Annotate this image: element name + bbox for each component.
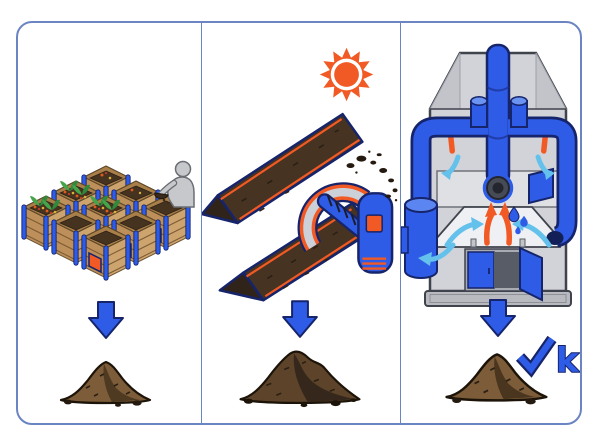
figure-frame: k: [16, 21, 582, 425]
water-drops-icon: [508, 206, 528, 235]
compost-pile: [59, 360, 152, 407]
central-pipe: [482, 43, 514, 204]
down-arrow-icon: [88, 301, 124, 339]
in-vessel-composting-illustration: k: [401, 43, 580, 405]
aeration-cylinder: [510, 96, 528, 128]
circulation-arrow: [418, 242, 456, 266]
aeration-cylinder: [470, 96, 488, 128]
windrow-turner: [297, 182, 394, 274]
pipe-port: [482, 172, 514, 204]
windrow-back: [202, 112, 364, 225]
door-closed: [467, 251, 495, 289]
down-arrow-icon: [480, 299, 516, 337]
compost-pile: [445, 353, 548, 405]
vessel-doors: [464, 246, 543, 302]
panel-windrow-composting: [201, 23, 401, 423]
airflow-arrows-upper: [441, 154, 555, 180]
result-label: k: [556, 341, 580, 381]
compost-pile: [239, 350, 361, 408]
checkmark-icon: k: [515, 335, 580, 382]
door-open: [519, 246, 543, 302]
worker: [154, 160, 195, 208]
chamber-heat-arrows: [484, 202, 512, 246]
blower-tank: [401, 197, 438, 279]
bin-hatch-orange: [88, 251, 102, 274]
windrow-composting-illustration: [202, 47, 398, 408]
sun-icon: [319, 47, 374, 102]
side-pipes: [410, 96, 578, 248]
compost-bins: [24, 166, 188, 278]
compost-particles: [346, 150, 398, 202]
panel-bin-composting: [18, 23, 201, 423]
panel-in-vessel-composting: k: [401, 23, 580, 423]
down-arrow-icon: [282, 300, 318, 338]
bin-composting-illustration: [18, 160, 195, 407]
